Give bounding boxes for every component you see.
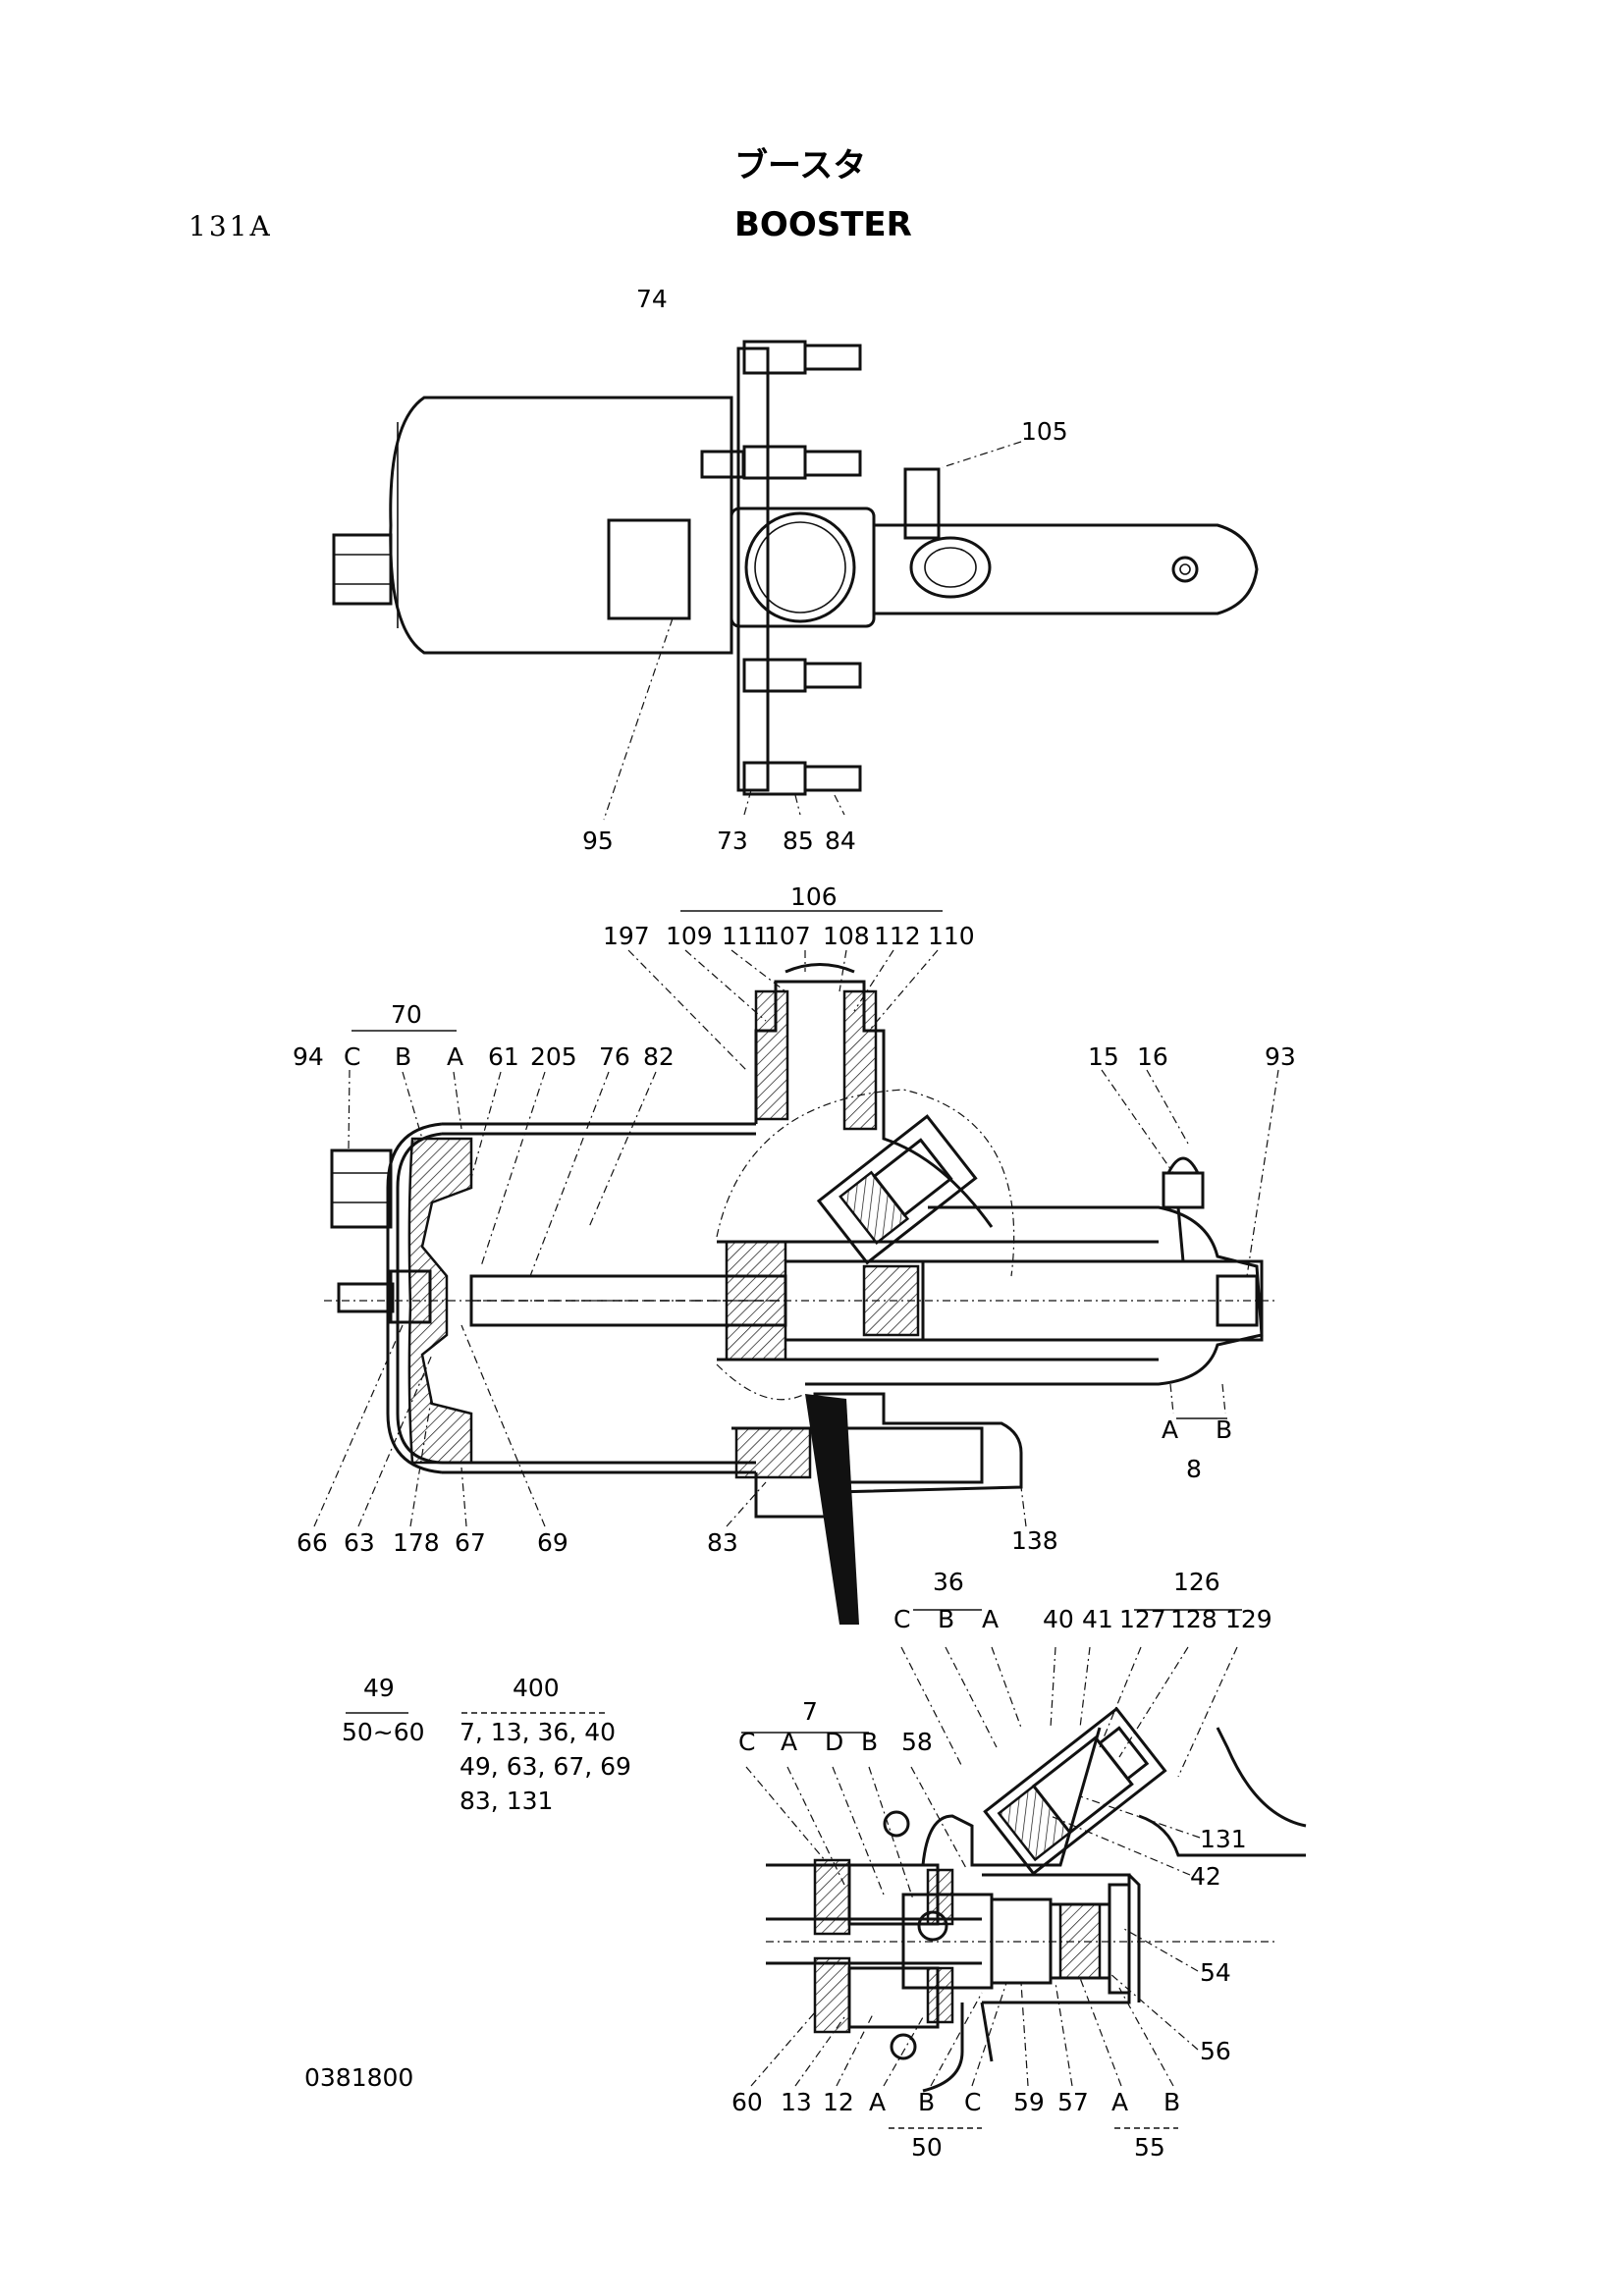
label-8-b: B [1216, 1415, 1232, 1444]
section-view-leaders [313, 910, 1279, 1527]
detail-view-drawing [741, 1609, 1307, 2129]
label-105: 105 [1021, 417, 1068, 446]
label-95: 95 [582, 827, 614, 855]
label-36-a: A [982, 1605, 999, 1633]
label-70: 70 [391, 1000, 422, 1029]
section-view-drawing [324, 963, 1276, 1625]
label-55-b: B [1163, 2088, 1180, 2116]
label-7: 7 [802, 1697, 818, 1726]
label-70-c: C [344, 1042, 360, 1071]
label-7-d: D [825, 1728, 843, 1756]
label-59: 59 [1013, 2088, 1045, 2116]
label-197: 197 [603, 922, 650, 950]
label-12: 12 [823, 2088, 854, 2116]
label-36-b: B [938, 1605, 954, 1633]
detail-view-leaders [745, 1646, 1238, 2087]
label-61: 61 [488, 1042, 519, 1071]
label-112: 112 [874, 922, 921, 950]
kit-400-contents-line1: 7, 13, 36, 40 [460, 1718, 616, 1746]
label-70-b: B [395, 1042, 411, 1071]
label-131: 131 [1200, 1825, 1247, 1853]
label-74: 74 [636, 285, 668, 313]
label-36-c: C [893, 1605, 910, 1633]
label-55-a: A [1111, 2088, 1128, 2116]
label-8-a: A [1162, 1415, 1178, 1444]
title-jp: ブースタ [734, 146, 866, 186]
label-111: 111 [722, 922, 769, 950]
label-82: 82 [643, 1042, 675, 1071]
label-60: 60 [731, 2088, 763, 2116]
label-84: 84 [825, 827, 856, 855]
label-50-c: C [964, 2088, 981, 2116]
label-178: 178 [393, 1528, 440, 1557]
label-128: 128 [1170, 1605, 1217, 1633]
label-7-c: C [738, 1728, 755, 1756]
kit-49-number: 49 [363, 1674, 395, 1702]
label-127: 127 [1119, 1605, 1166, 1633]
label-85: 85 [783, 827, 814, 855]
label-57: 57 [1057, 2088, 1089, 2116]
label-55: 55 [1134, 2133, 1165, 2162]
label-58: 58 [901, 1728, 933, 1756]
label-50-a: A [869, 2088, 886, 2116]
kit-49-contents: 50~60 [342, 1718, 425, 1746]
label-66: 66 [297, 1528, 328, 1557]
label-41: 41 [1082, 1605, 1113, 1633]
label-8: 8 [1186, 1455, 1202, 1483]
top-view-leaders [603, 441, 1022, 821]
label-73: 73 [717, 827, 748, 855]
label-56: 56 [1200, 2037, 1231, 2065]
label-70-a: A [447, 1042, 463, 1071]
kit-400-number: 400 [513, 1674, 560, 1702]
title-en: BOOSTER [734, 205, 912, 244]
label-94: 94 [293, 1042, 324, 1071]
label-205: 205 [530, 1042, 577, 1071]
label-15: 15 [1088, 1042, 1119, 1071]
label-129: 129 [1225, 1605, 1272, 1633]
label-7-a: A [781, 1728, 797, 1756]
label-69: 69 [537, 1528, 568, 1557]
label-108: 108 [823, 922, 870, 950]
label-63: 63 [344, 1528, 375, 1557]
label-16: 16 [1137, 1042, 1168, 1071]
label-76: 76 [599, 1042, 630, 1071]
drawing-number: 0381800 [304, 2063, 413, 2092]
label-83: 83 [707, 1528, 738, 1557]
top-view-drawing [332, 340, 1259, 796]
label-110: 110 [928, 922, 975, 950]
label-40: 40 [1043, 1605, 1074, 1633]
label-42: 42 [1190, 1862, 1221, 1891]
page-code: 131A [189, 210, 273, 242]
kit-400-contents-line3: 83, 131 [460, 1787, 553, 1815]
label-107: 107 [764, 922, 811, 950]
label-138: 138 [1011, 1526, 1058, 1555]
label-109: 109 [666, 922, 713, 950]
label-126: 126 [1173, 1568, 1220, 1596]
label-67: 67 [455, 1528, 486, 1557]
label-13: 13 [781, 2088, 812, 2116]
label-106: 106 [790, 882, 838, 911]
label-50-b: B [918, 2088, 935, 2116]
label-54: 54 [1200, 1958, 1231, 1987]
label-93: 93 [1265, 1042, 1296, 1071]
kit-400-contents-line2: 49, 63, 67, 69 [460, 1752, 631, 1781]
label-7-b: B [861, 1728, 878, 1756]
label-36: 36 [933, 1568, 964, 1596]
label-50: 50 [911, 2133, 943, 2162]
